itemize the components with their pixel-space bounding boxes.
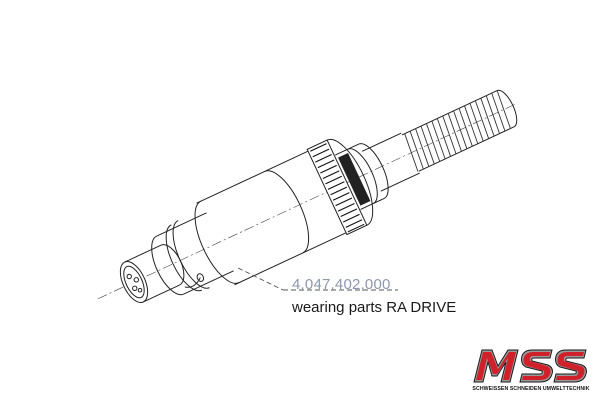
housing-front-edge: [194, 200, 240, 284]
housing-seam: [264, 170, 310, 254]
housing-outline: [196, 149, 311, 204]
logo-tagline: SCHWEISSEN SCHNEIDEN UMWELTTECHNIK: [472, 386, 590, 392]
knurled-ring-edge: [326, 138, 374, 226]
shaft-outline: [361, 132, 402, 152]
logo-letter-s: [519, 349, 553, 383]
shoulder-outline: [183, 270, 234, 295]
shoulder-outline: [156, 212, 207, 237]
collar-edge: [347, 148, 378, 204]
tip-hole: [133, 277, 139, 283]
thread-pattern: [404, 90, 511, 172]
leader-line-dashed: [237, 267, 284, 291]
rotated-assembly: [97, 89, 518, 303]
nut-dark: [338, 152, 371, 206]
center-axis: [97, 104, 515, 300]
thread-end: [496, 89, 518, 128]
tip-hole: [126, 273, 132, 280]
logo-letter-m: [473, 349, 519, 383]
thread-outline: [418, 126, 515, 172]
part-description-label: wearing parts RA DRIVE: [292, 299, 457, 316]
tip-outline: [124, 244, 162, 263]
shoulder-step: [165, 224, 202, 292]
shoulder-front-edge: [151, 235, 184, 296]
part-number-label: 4,047,402,000: [292, 276, 391, 293]
pin: [184, 277, 201, 288]
knurl-pattern: [310, 143, 365, 233]
tip-inner-ring: [123, 265, 145, 299]
tip-hole: [132, 285, 138, 291]
shoulder-step: [172, 220, 210, 289]
tip-face: [119, 261, 149, 303]
collar-outline: [334, 143, 359, 156]
tip-outline: [143, 284, 180, 303]
thread-outline: [401, 90, 498, 136]
collar-outline: [360, 198, 385, 210]
logo-letter-s: [553, 349, 587, 383]
tip-hole: [137, 287, 143, 293]
mss-logo: [473, 349, 587, 383]
shaft-outline: [380, 172, 420, 192]
pin-head: [196, 273, 205, 282]
